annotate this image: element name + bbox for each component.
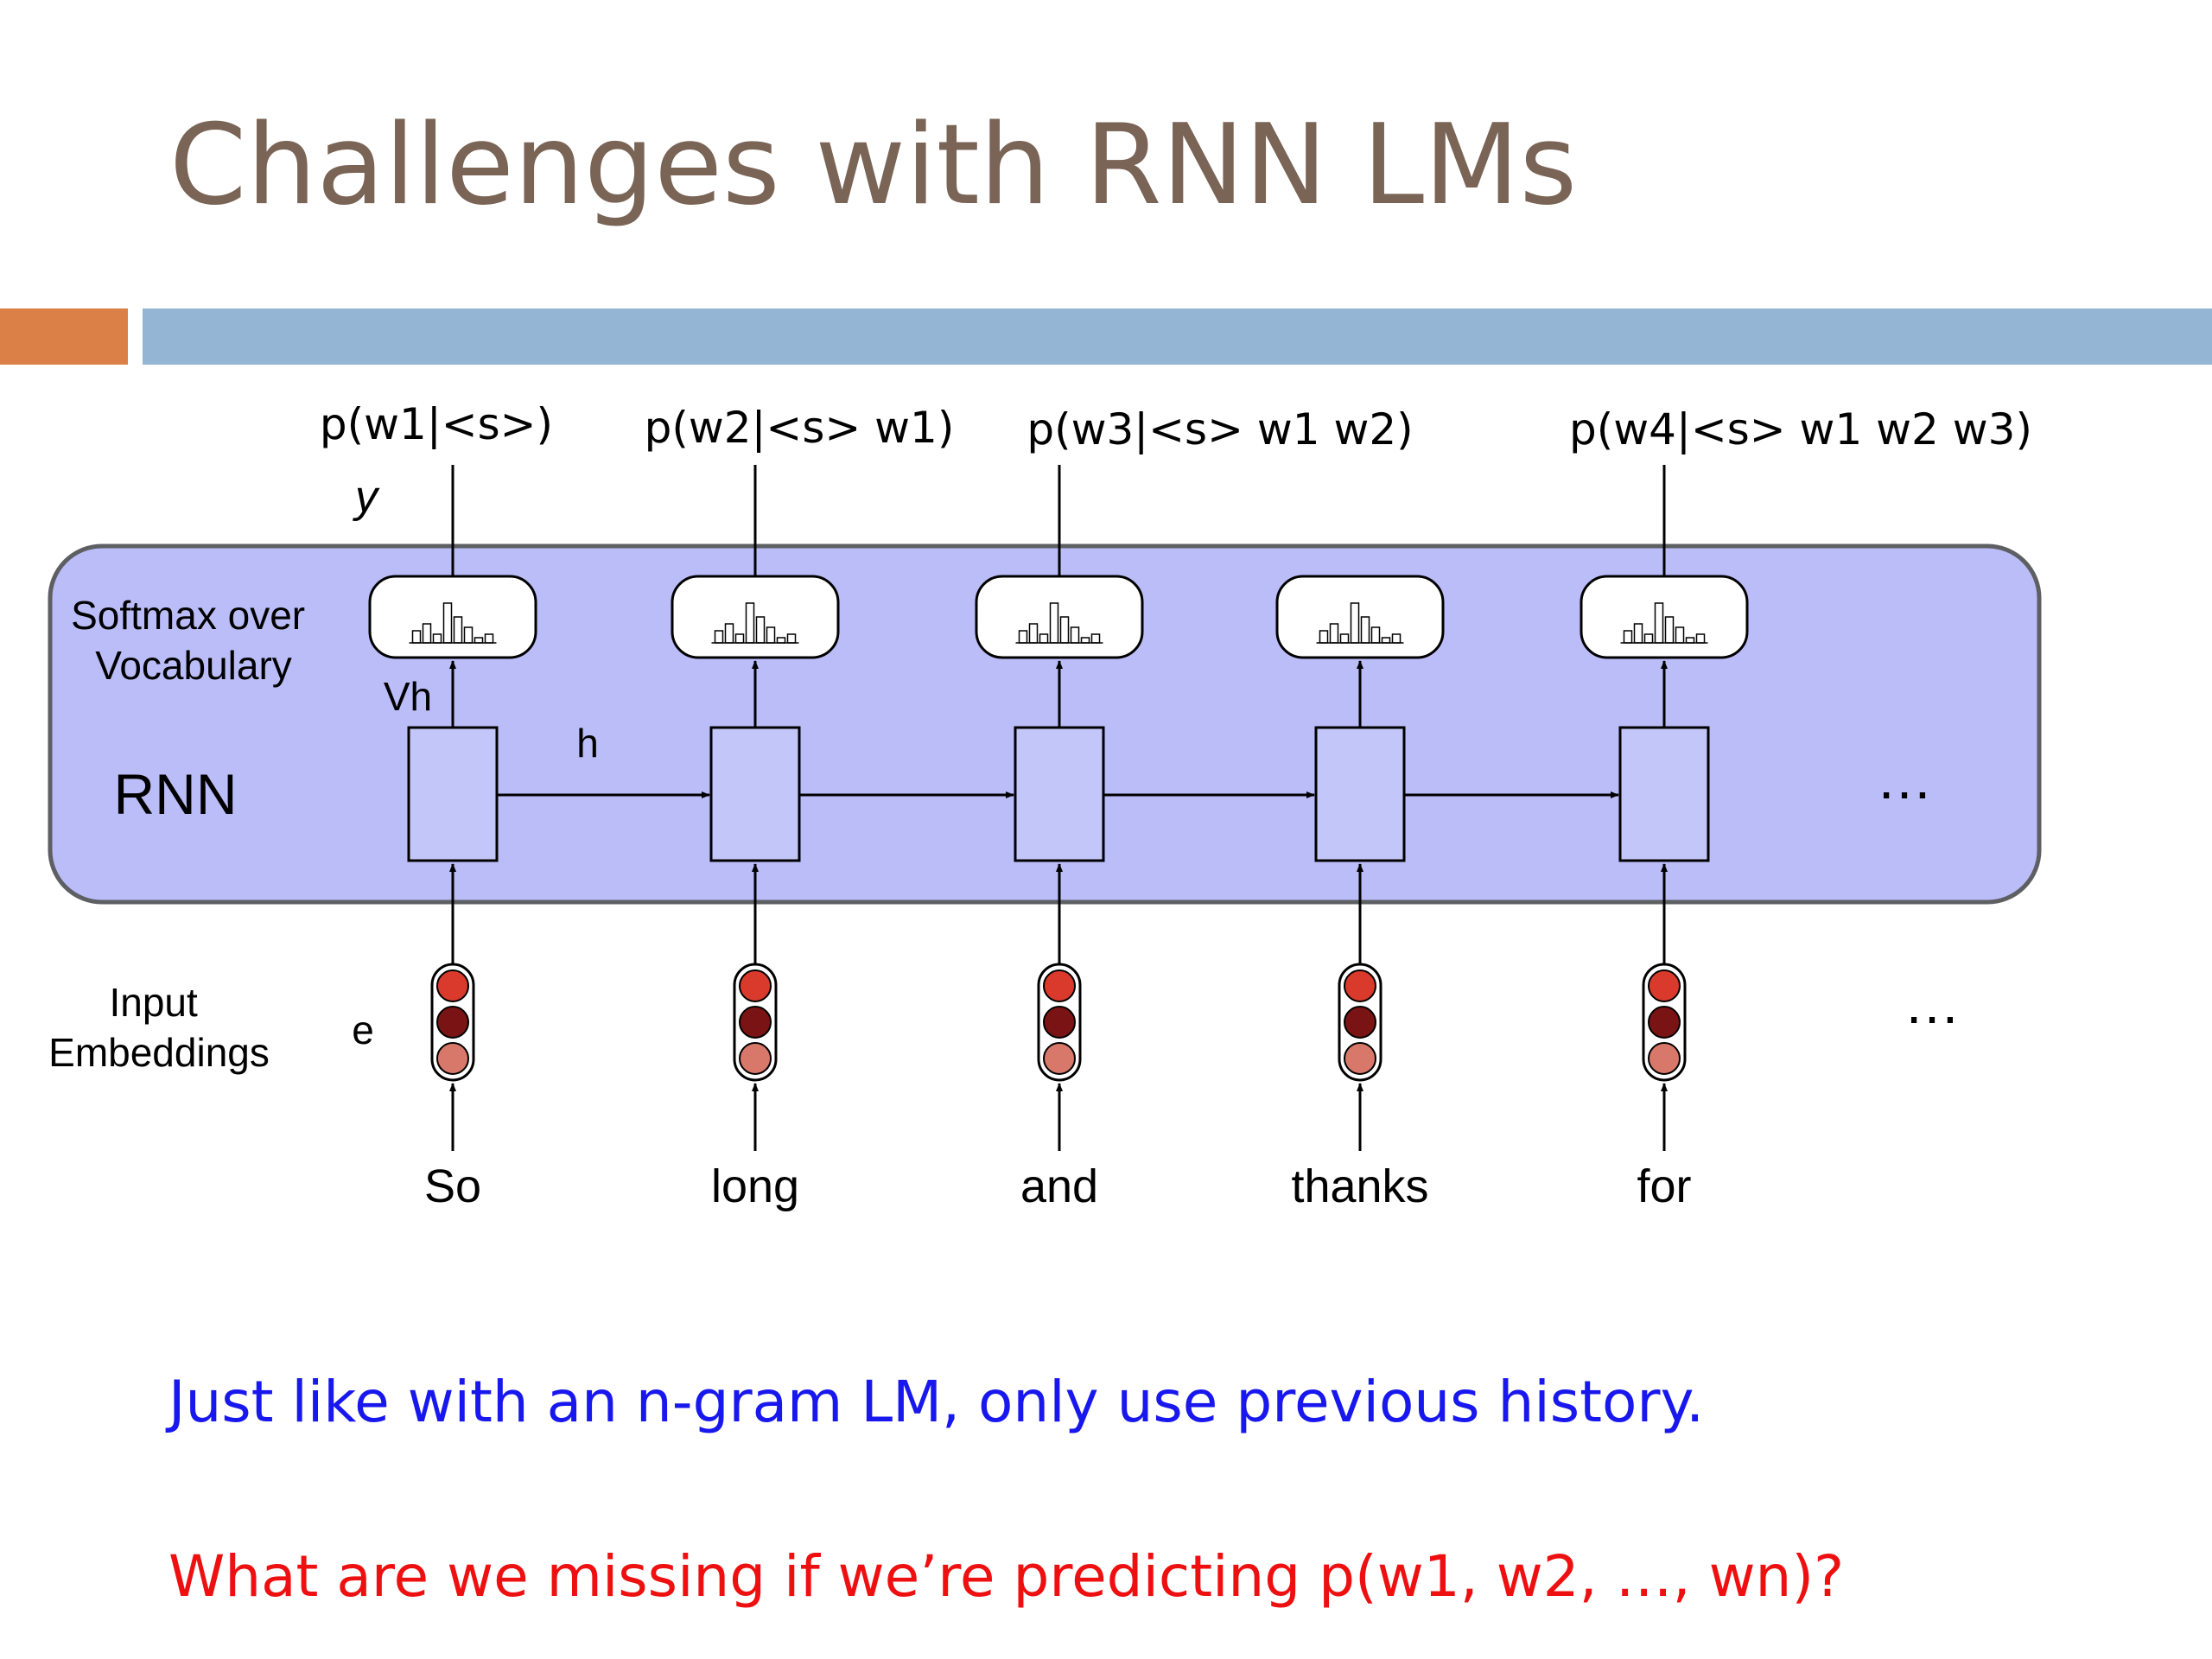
input-embeddings-label: Input Embeddings xyxy=(48,980,270,1075)
input-token-3: and xyxy=(1020,1160,1098,1212)
softmax-histogram-bar-1-5 xyxy=(453,616,463,644)
embedding-dot-bottom-4 xyxy=(1344,1042,1376,1075)
softmax-histogram-bar-4-5 xyxy=(1360,616,1370,644)
softmax-histogram-bar-3-1 xyxy=(1018,630,1028,644)
embedding-dot-middle-1 xyxy=(436,1006,469,1039)
softmax-histogram-bar-1-3 xyxy=(432,633,442,644)
softmax-layer-label-line2: Vocabulary xyxy=(95,643,292,688)
input-token-4: thanks xyxy=(1291,1160,1428,1212)
embedding-dot-middle-4 xyxy=(1344,1006,1376,1039)
softmax-histogram-bar-5-7 xyxy=(1685,637,1695,644)
softmax-histogram-bar-1-6 xyxy=(463,626,474,644)
embedding-continuation-ellipsis: … xyxy=(1904,971,1961,1035)
softmax-histogram-bar-3-5 xyxy=(1059,616,1070,644)
output-prob-label-2: p(w2|<s> w1) xyxy=(645,403,955,453)
vh-label: Vh xyxy=(384,674,432,719)
softmax-layer-label: Softmax over Vocabulary xyxy=(71,593,316,688)
softmax-histogram-bar-4-7 xyxy=(1381,637,1391,644)
slide-title: Challenges with RNN LMs xyxy=(169,101,1578,230)
softmax-histogram-bar-1-2 xyxy=(422,623,432,644)
embedding-dot-top-3 xyxy=(1043,969,1076,1002)
softmax-histogram-bar-5-3 xyxy=(1643,633,1654,644)
input-embeddings-label-line1: Input xyxy=(109,980,198,1025)
embedding-dot-top-1 xyxy=(436,969,469,1002)
softmax-histogram-bar-3-6 xyxy=(1070,626,1080,644)
embedding-dot-middle-2 xyxy=(739,1006,772,1039)
input-token-5: for xyxy=(1637,1160,1691,1212)
rnn-continuation-ellipsis: … xyxy=(1876,747,1933,810)
softmax-histogram-bar-2-3 xyxy=(734,633,745,644)
softmax-histogram-bar-5-1 xyxy=(1623,630,1633,644)
bullet-missing-question: What are we missing if we’re predicting … xyxy=(168,1543,1845,1610)
softmax-histogram-bar-2-8 xyxy=(786,633,797,644)
embedding-dot-top-4 xyxy=(1344,969,1376,1002)
rnn-cell-3 xyxy=(1014,726,1105,862)
output-prob-label-4: p(w4|<s> w1 w2 w3) xyxy=(1569,404,2032,454)
embedding-dot-top-5 xyxy=(1648,969,1681,1002)
softmax-histogram-bar-1-4 xyxy=(442,602,453,644)
softmax-layer-label-line1: Softmax over xyxy=(71,593,305,638)
embedding-dot-bottom-5 xyxy=(1648,1042,1681,1075)
softmax-histogram-bar-5-5 xyxy=(1664,616,1675,644)
softmax-histogram-bar-5-2 xyxy=(1633,623,1643,644)
softmax-histogram-bar-5-4 xyxy=(1654,602,1664,644)
embedding-dot-middle-5 xyxy=(1648,1006,1681,1039)
softmax-histogram-bar-2-1 xyxy=(714,630,724,644)
softmax-box-5 xyxy=(1580,575,1749,659)
title-accent-bar-orange xyxy=(0,308,128,365)
softmax-box-2 xyxy=(671,575,840,659)
input-token-1: So xyxy=(424,1160,481,1212)
embedding-dot-bottom-3 xyxy=(1043,1042,1076,1075)
softmax-histogram-bar-4-1 xyxy=(1319,630,1329,644)
softmax-histogram-bar-4-3 xyxy=(1339,633,1350,644)
softmax-histogram-bar-5-6 xyxy=(1675,626,1685,644)
embedding-e-label: e xyxy=(352,1007,374,1052)
hidden-state-label: h xyxy=(576,721,599,766)
rnn-layer-label: RNN xyxy=(114,762,238,826)
rnn-cell-5 xyxy=(1618,726,1710,862)
softmax-histogram-bar-3-2 xyxy=(1028,623,1039,644)
softmax-histogram-bar-2-7 xyxy=(776,637,786,644)
softmax-histogram-bar-1-1 xyxy=(411,630,422,644)
softmax-histogram-bar-3-7 xyxy=(1080,637,1090,644)
softmax-histogram-bar-3-4 xyxy=(1049,602,1059,644)
softmax-box-4 xyxy=(1275,575,1445,659)
softmax-histogram-bar-4-8 xyxy=(1391,633,1402,644)
rnn-cell-1 xyxy=(407,726,499,862)
output-prob-label-1: p(w1|<s>) xyxy=(320,399,553,449)
rnn-layer-panel xyxy=(48,543,2042,905)
softmax-histogram-bar-1-7 xyxy=(474,637,484,644)
softmax-histogram-bar-3-3 xyxy=(1039,633,1049,644)
output-prob-label-3: p(w3|<s> w1 w2) xyxy=(1027,404,1413,454)
softmax-histogram-bar-3-8 xyxy=(1090,633,1101,644)
softmax-histogram-bar-1-8 xyxy=(484,633,494,644)
embedding-dot-top-2 xyxy=(739,969,772,1002)
bullet-previous-history: Just like with an n-gram LM, only use pr… xyxy=(168,1369,1705,1435)
embedding-dot-bottom-2 xyxy=(739,1042,772,1075)
embedding-dot-bottom-1 xyxy=(436,1042,469,1075)
softmax-histogram-bar-4-2 xyxy=(1329,623,1339,644)
softmax-histogram-bar-5-8 xyxy=(1695,633,1706,644)
softmax-histogram-bar-2-4 xyxy=(745,602,755,644)
title-accent-bar-blue xyxy=(143,308,2212,365)
softmax-histogram-bar-2-2 xyxy=(724,623,734,644)
softmax-histogram-bar-4-4 xyxy=(1350,602,1360,644)
rnn-cell-2 xyxy=(709,726,801,862)
softmax-histogram-bar-2-6 xyxy=(766,626,776,644)
timesteps xyxy=(368,465,1749,1151)
softmax-box-1 xyxy=(368,575,537,659)
input-token-2: long xyxy=(711,1160,799,1212)
softmax-box-3 xyxy=(975,575,1144,659)
softmax-histogram-bar-4-6 xyxy=(1370,626,1381,644)
output-y-label: y xyxy=(353,472,380,522)
softmax-histogram-bar-2-5 xyxy=(755,616,766,644)
input-embeddings-label-line2: Embeddings xyxy=(48,1030,270,1075)
embedding-dot-middle-3 xyxy=(1043,1006,1076,1039)
rnn-cell-4 xyxy=(1314,726,1406,862)
